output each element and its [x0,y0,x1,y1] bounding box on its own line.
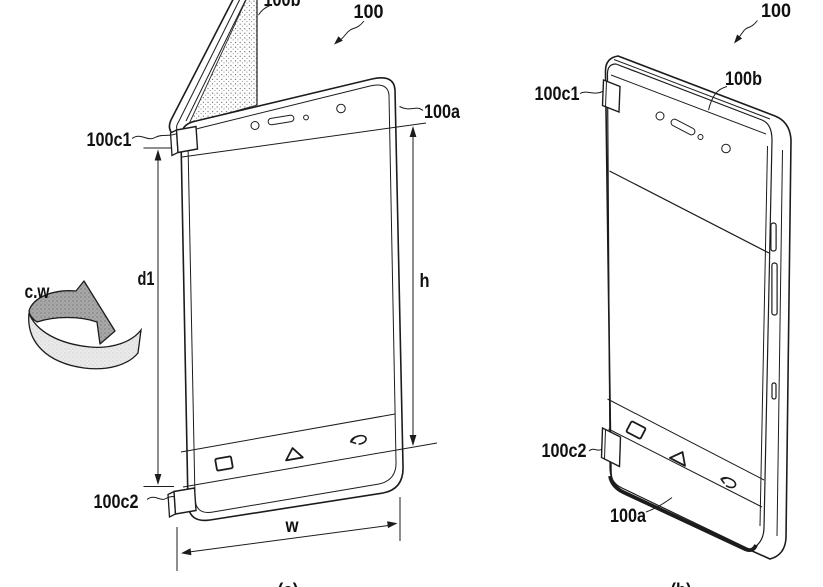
arrowhead [734,34,743,44]
ambient-sensor-icon [336,103,346,114]
recents-icon [214,455,234,472]
arrowhead [387,521,398,529]
home-icon [669,451,686,467]
phone-b-outline [604,55,792,560]
leader-100b [258,4,272,16]
leader-100c1 [579,91,603,94]
dim-line [188,524,391,553]
front-camera-icon [250,121,260,130]
leader-100c1 [131,133,177,140]
volume-down-button [771,262,778,316]
leader-100b [708,86,728,111]
earpiece-speaker-icon [670,118,696,136]
clamp-edge-line [604,429,606,460]
label-100: 100 [761,1,791,22]
rotation-arrow-top-face [28,280,116,345]
clamp-edge-line [605,81,607,107]
home-icon [285,447,304,462]
clamp-front-face [601,78,621,114]
rotation-arrow-icon: c.w [25,280,142,370]
phone-b-top-band-line [613,59,771,120]
arrowhead [409,126,417,137]
folded-display-fold-edge [185,0,247,122]
figure-a-labels: 100b 100 100a 100c1 100c2 (a) [87,0,461,587]
proximity-sensor-icon [303,114,309,121]
volume-up-button [770,222,777,252]
figure-b: 100 100b 100c1 100c2 100a (b) [535,1,792,587]
folded-display-flap [168,0,258,139]
label-100c2: 100c2 [542,441,587,462]
rotation-arrow-band [28,312,142,370]
phone-b-sensors [655,111,731,154]
label-100a: 100a [424,102,460,123]
figure-a: d1 h w c.w 100b 100 [25,0,461,587]
phone-a-bezel-bottom-line [181,122,427,158]
power-button [771,382,777,400]
arrowhead [154,149,162,161]
leader-100a [399,106,424,111]
figure-b-labels: 100 100b 100c1 100c2 100a (b) [535,1,792,587]
arrowhead [334,36,343,45]
dimension-d1: d1 [138,147,174,487]
phone-b-bottom-edge [608,475,758,552]
phone-a-screen-bottom-line [180,413,396,453]
clamp-front-face [175,125,199,154]
phone-b-side-face-line [759,145,768,527]
back-icon [349,434,367,445]
label-100c1: 100c1 [87,130,132,151]
label-100c1: 100c1 [535,84,580,105]
label-100b: 100b [725,69,762,90]
caption-a: (a) [278,580,299,587]
front-camera-icon [655,111,665,121]
dim-h-label: h [420,271,430,292]
arrowhead [409,435,417,446]
leader-100c2 [588,448,603,452]
phone-b-screen-bottom-line [607,398,765,481]
phone-b-outer-edge-line [776,149,783,537]
corner-clamp-bottom-a [167,487,197,519]
phone-b-navbar-bottom-line [608,428,763,508]
phone-b-screen-top-line [609,170,770,254]
ambient-sensor-icon [721,143,731,154]
corner-clamp-top-a [169,125,199,157]
phone-b-bezel-band-line [610,74,767,135]
phone-a-sensors [250,103,346,130]
earpiece-speaker-icon [267,114,295,126]
corner-clamp-top-b [601,78,621,114]
arrowhead [154,474,162,485]
dim-d1-label: d1 [138,269,155,290]
leader-100c2 [146,496,174,500]
clamp-front-face [600,426,622,468]
clamp-front-face [173,487,197,515]
arrowhead [181,548,192,556]
label-100b: 100b [264,0,301,11]
phone-a-navbar [214,434,367,472]
label-100c2: 100c2 [94,492,139,513]
label-100a: 100a [610,506,646,527]
corner-clamp-bottom-b [600,426,622,468]
rotation-direction-label: c.w [25,282,50,303]
recents-icon [625,420,647,440]
phone-b-navbar [625,420,737,489]
phone-a-navbar-bottom-line [182,442,438,488]
label-100: 100 [354,2,384,23]
phone-b-side-buttons [770,222,778,400]
dim-w-label: w [285,516,299,537]
back-icon [720,477,737,489]
leader-100a [645,497,673,513]
phone-a-outline [180,77,404,522]
caption-b: (b) [671,580,692,587]
dimension-w: w [176,497,401,571]
proximity-sensor-icon [697,134,704,140]
dimension-h: h [409,126,430,446]
